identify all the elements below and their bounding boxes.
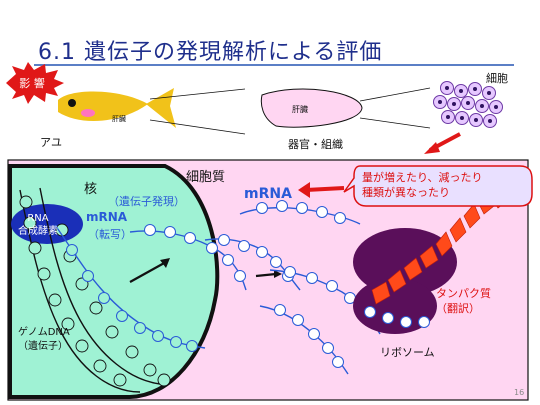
callout-text: 量が増えたり、減ったり 種類が異なったり	[362, 171, 483, 199]
red-arrow-icon-2	[298, 182, 345, 198]
callout-bubble	[343, 165, 533, 207]
black-arrow-icon-2	[255, 270, 282, 278]
impact-label: 影 響	[19, 76, 45, 90]
fish-liver-label: 肝臓	[112, 114, 126, 123]
ribosome-label: リボソーム	[380, 346, 435, 359]
mrna-inner-label: mRNA	[86, 210, 128, 224]
nucleus-label: 核	[84, 182, 98, 197]
mrna-bases-cytoplasm-icon	[144, 200, 370, 368]
mrna-bases-inner-icon	[66, 244, 198, 352]
fish-icon: 肝臓	[58, 88, 176, 128]
title-underline	[34, 64, 514, 66]
fish-label: アユ	[40, 136, 62, 149]
red-arrow-icon	[424, 132, 461, 154]
genome-dna-label: ゲノムDNA （遺伝子）	[18, 327, 70, 352]
organ-tissue-label: 器官・組織	[288, 138, 343, 151]
black-arrow-icon	[129, 258, 170, 283]
cells-cluster-icon	[433, 81, 503, 128]
gene-expression-label: （遺伝子発現）	[108, 195, 185, 208]
cells-label: 細胞	[486, 72, 508, 85]
impact-burst-icon: 影 響	[6, 62, 64, 104]
transcription-label: （転写）	[88, 228, 132, 241]
cytoplasm-label: 細胞質	[186, 170, 226, 185]
mrna-on-ribosome-icon	[364, 306, 430, 328]
rna-polymerase-label: RNA 合成酵素	[18, 213, 58, 237]
protein-label: タンパク質 （翻訳）	[436, 287, 491, 315]
page-title: 6.1 遺伝子の発現解析による評価	[38, 40, 383, 65]
organ-liver-icon: 肝臓	[260, 88, 363, 128]
dna-helix-icon	[19, 187, 161, 393]
organ-liver-label: 肝臓	[292, 104, 308, 114]
mrna-outer-label: mRNA	[244, 186, 292, 202]
page-number: 16	[514, 388, 525, 397]
